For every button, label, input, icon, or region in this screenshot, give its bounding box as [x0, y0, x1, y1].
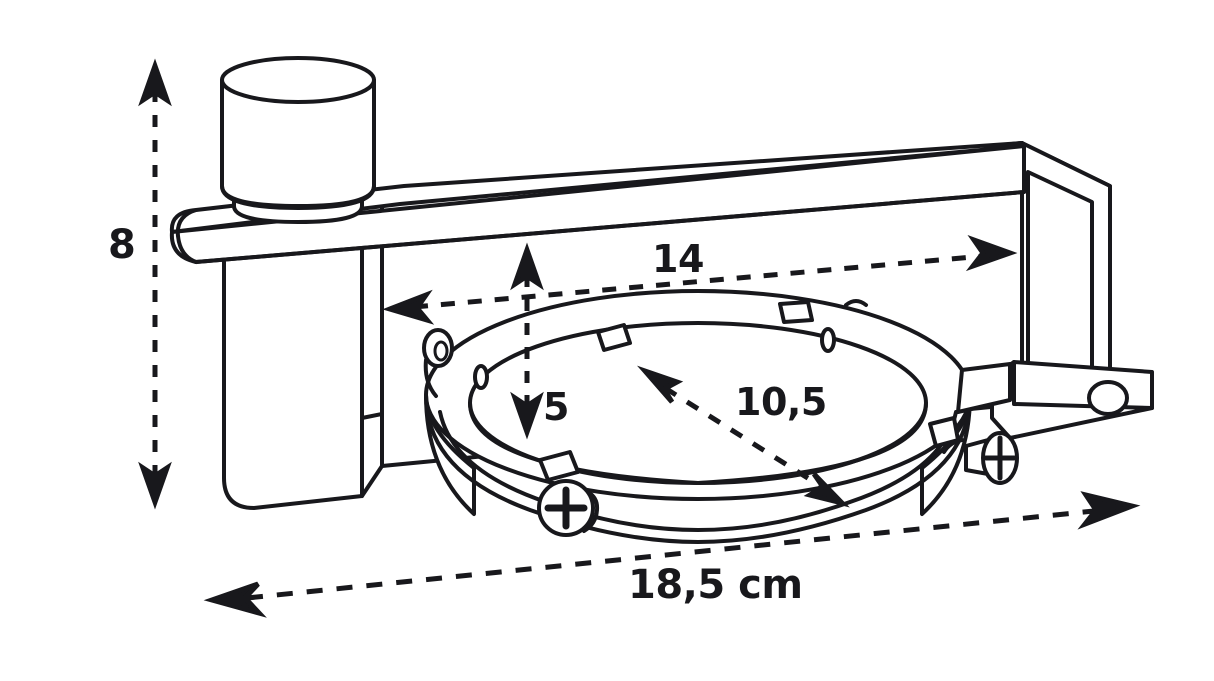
dimension-line-height-8: [138, 58, 172, 510]
dimension-line-ring-diameter-105: [636, 365, 850, 508]
ring-clamp: [422, 289, 1012, 544]
dimension-annotations: [138, 58, 1141, 618]
knob: [220, 56, 376, 224]
hinge-pin: [422, 328, 454, 398]
side-screw: [942, 431, 1019, 485]
top-arm: [169, 141, 1026, 264]
dimension-line-overall-185: [203, 491, 1141, 618]
vertical-post: [222, 236, 384, 510]
front-screw: [537, 479, 600, 537]
arrow-down-icon: [510, 391, 544, 440]
arrow-down-icon: [138, 461, 172, 510]
bracket-geometry: [169, 56, 1154, 544]
arrow-up-icon: [138, 58, 172, 107]
arrow-left-icon: [203, 581, 267, 618]
arrow-up-icon: [510, 242, 544, 291]
arrow-right-icon: [965, 234, 1018, 272]
arrow-upleft-icon: [636, 365, 684, 404]
arrow-downright-icon: [803, 472, 850, 508]
dimension-line-depth-14: [382, 234, 1018, 325]
dimension-line-drop-5: [510, 242, 544, 440]
dimension-label-ring-drop: 5: [543, 385, 569, 429]
dimension-label-overall-length: 18,5 cm: [628, 562, 803, 608]
arrow-right-icon: [1077, 491, 1141, 530]
dimension-label-ring-diameter: 10,5: [735, 380, 827, 424]
dimension-label-depth: 14: [652, 237, 704, 281]
dimension-label-height: 8: [108, 222, 136, 268]
mount-tab: [990, 360, 1154, 440]
arrow-left-icon: [382, 289, 435, 325]
